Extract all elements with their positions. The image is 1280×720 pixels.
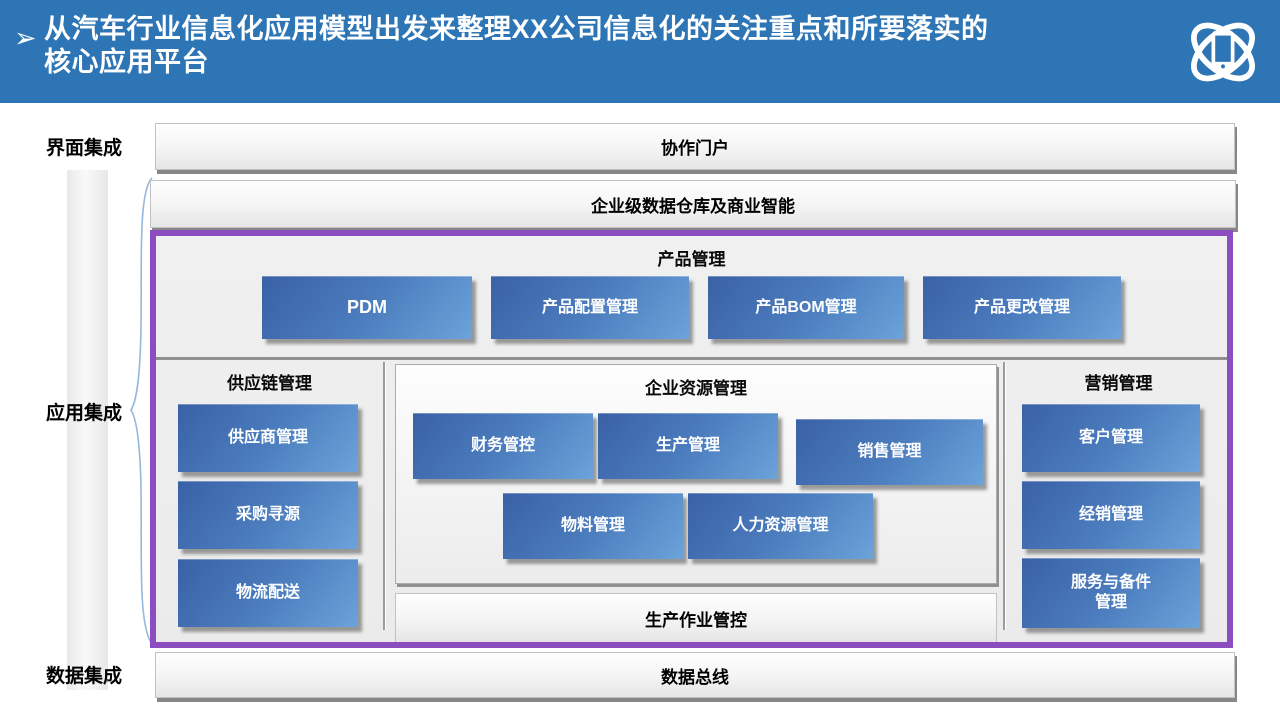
- block-sales-management: 销售管理: [796, 419, 983, 485]
- bar-data-bus: 数据总线: [155, 652, 1235, 698]
- application-platform-box: 产品管理 PDM 产品配置管理 产品BOM管理 产品更改管理 供应链管理 供应商…: [150, 230, 1233, 648]
- atom-phone-logo-icon: [1191, 22, 1255, 82]
- block-logistics-distribution: 物流配送: [178, 559, 358, 627]
- section-product-management: 产品管理 PDM 产品配置管理 产品BOM管理 产品更改管理: [156, 236, 1227, 360]
- block-finance-control: 财务管控: [413, 413, 593, 479]
- section-title-erp: 企业资源管理: [645, 379, 747, 398]
- bar-production-operation-control: 生产作业管控: [395, 593, 997, 642]
- divider-left: [383, 362, 386, 630]
- block-procurement-sourcing: 采购寻源: [178, 481, 358, 549]
- divider-right: [1003, 362, 1006, 630]
- slide-title-line1: 从汽车行业信息化应用模型出发来整理XX公司信息化的关注重点和所要落实的: [44, 14, 989, 44]
- block-product-change: 产品更改管理: [923, 276, 1121, 339]
- block-hr-management: 人力资源管理: [688, 493, 873, 559]
- label-data-integration: 数据集成: [46, 666, 123, 687]
- section-marketing: 营销管理 客户管理 经销管理 服务与备件 管理: [1010, 360, 1227, 642]
- block-material-management: 物料管理: [503, 493, 683, 559]
- section-erp: 企业资源管理 财务管控 生产管理 销售管理 物料管理 人力资源管理: [395, 364, 997, 584]
- slide-title-line2: 核心应用平台: [44, 47, 209, 77]
- middle-columns: 供应链管理 供应商管理 采购寻源 物流配送 企业资源管理 财务管控 生产管理 销…: [156, 360, 1227, 642]
- section-title-supply-chain: 供应链管理: [227, 374, 312, 393]
- section-title-marketing: 营销管理: [1084, 374, 1153, 393]
- section-supply-chain: 供应链管理 供应商管理 采购寻源 物流配送: [156, 360, 383, 642]
- center-column: 企业资源管理 财务管控 生产管理 销售管理 物料管理 人力资源管理 生产作业管控: [395, 360, 1003, 642]
- product-blocks-row: PDM 产品配置管理 产品BOM管理 产品更改管理: [156, 276, 1227, 339]
- label-interface-integration: 界面集成: [46, 138, 123, 159]
- arrow-bullet-icon: ➢: [14, 23, 37, 53]
- label-application-integration: 应用集成: [46, 403, 123, 424]
- block-product-configuration: 产品配置管理: [491, 276, 689, 339]
- section-title-product: 产品管理: [657, 250, 726, 269]
- bar-collaboration-portal: 协作门户: [155, 123, 1235, 170]
- block-supplier-management: 供应商管理: [178, 404, 358, 472]
- block-production-management: 生产管理: [598, 413, 778, 479]
- bar-data-warehouse-bi: 企业级数据仓库及商业智能: [150, 180, 1236, 228]
- application-integration-brace: [130, 177, 153, 645]
- block-pdm: PDM: [262, 276, 472, 339]
- block-dealer-management: 经销管理: [1022, 481, 1200, 549]
- integration-rail: [67, 170, 108, 690]
- slide-header: ➢ 从汽车行业信息化应用模型出发来整理XX公司信息化的关注重点和所要落实的 核心…: [0, 0, 1280, 103]
- block-product-bom: 产品BOM管理: [708, 276, 904, 339]
- block-customer-management: 客户管理: [1022, 404, 1200, 472]
- slide-title: 从汽车行业信息化应用模型出发来整理XX公司信息化的关注重点和所要落实的 核心应用…: [44, 13, 1174, 79]
- block-service-spareparts-management: 服务与备件 管理: [1022, 558, 1200, 628]
